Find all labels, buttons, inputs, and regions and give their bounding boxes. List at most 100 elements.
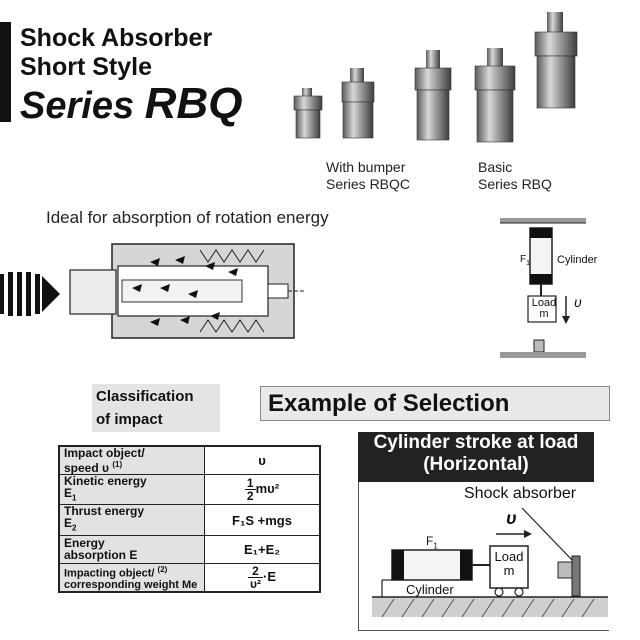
row-thrust-label: Thrust energy E2 [58, 504, 205, 536]
series-prefix: Series [20, 85, 145, 127]
kinetic-den: 2 [246, 489, 254, 504]
caption-bumper-line1: With bumper [326, 159, 406, 175]
title-accent-bar [0, 22, 11, 122]
weight-suffix: ·E [262, 569, 276, 585]
product-photos [293, 12, 578, 143]
absorber-spring [199, 249, 265, 333]
vc-f1-letter: F [520, 254, 527, 265]
product-small-2 [341, 68, 375, 139]
selection-shock-absorber-label: Shock absorber [464, 485, 577, 502]
vertical-cylinder-diagram [500, 218, 586, 358]
row-absorption-value: E₁+E₂ [204, 534, 321, 564]
row-thrust-label1: Thrust energy [64, 504, 145, 519]
caption-bumper-line2: Series RBQC [326, 176, 411, 192]
row-thrust-value: F₁S +mgs [204, 504, 321, 536]
table-row: Energy absorption E E₁+E₂ [58, 534, 321, 564]
example-header: Example of Selection [260, 386, 610, 421]
floor-plate [500, 352, 586, 358]
selection-title: Cylinder stroke at load (Horizontal) [358, 432, 594, 482]
title-line-2: Short Style [20, 53, 152, 81]
table-row: Impact object/ speed υ (1) υ [58, 445, 321, 475]
kinetic-suffix: mυ² [255, 481, 280, 497]
hz-f1-sub: 1 [433, 541, 438, 551]
horizontal-cylinder [391, 549, 473, 581]
product-large [534, 12, 578, 109]
ceiling-plate [500, 218, 586, 223]
row-kinetic-label1: Kinetic energy [64, 474, 147, 488]
shock-absorber-pointer [521, 507, 573, 561]
title-line-1: Shock Absorber [20, 24, 213, 52]
row-thrust-sub: 2 [72, 523, 77, 533]
horizontal-shock-absorber [557, 561, 573, 579]
horizontal-diagram [372, 507, 608, 618]
wall-plate [571, 555, 581, 597]
load-cart [489, 545, 529, 589]
flow-arrows [132, 256, 238, 326]
row-absorption-label1: Energy [64, 536, 105, 551]
product-medium-2 [474, 48, 516, 143]
row-absorption-label2: absorption E [64, 548, 138, 563]
selection-frame [358, 482, 609, 631]
classification-line1: Classification [96, 388, 194, 405]
shock-absorber-small [533, 339, 545, 353]
row-weight-note: (2) [157, 564, 168, 574]
row-impact-speed-value: υ [204, 445, 321, 475]
row-impact-speed-note: (1) [112, 460, 123, 469]
hz-f1-letter: F [426, 534, 434, 548]
hz-f1-label: F1 [426, 534, 438, 550]
row-kinetic-label: Kinetic energy E1 [58, 473, 205, 506]
vc-load-line1: Load [531, 297, 557, 309]
row-impact-speed-label: Impact object/ speed υ (1) [58, 445, 205, 475]
vc-load-line2: m [539, 308, 549, 320]
hz-cylinder-label: Cylinder [406, 582, 454, 597]
caption-basic: Basic Series RBQ [478, 159, 552, 193]
selection-title-line2: (Horizontal) [423, 454, 529, 475]
row-weight-label: Impacting object/ (2) corresponding weig… [58, 562, 205, 593]
series-title: Series RBQ [20, 82, 242, 128]
table-row: Impacting object/ (2) corresponding weig… [58, 562, 321, 593]
series-code: RBQ [144, 79, 243, 128]
classification-header: Classification of impact [92, 384, 220, 432]
classification-line2: of impact [96, 411, 163, 428]
weight-den: υ² [250, 577, 261, 592]
vc-cylinder-label: Cylinder [557, 254, 598, 266]
weight-num: 2 [248, 565, 263, 579]
vc-velocity-label: υ [574, 294, 582, 310]
row-weight-label1: Impacting object/ [64, 567, 155, 580]
impact-table: Impact object/ speed υ (1) υ Kinetic ene… [58, 445, 321, 594]
vc-load-label: Load m [530, 298, 558, 320]
selection-title-line1: Cylinder stroke at load [373, 432, 579, 453]
caption-bumper: With bumper Series RBQC [326, 159, 410, 193]
caption-basic-line1: Basic [478, 159, 513, 175]
row-absorption-label: Energy absorption E [58, 534, 205, 564]
vc-f1-label: F1 [520, 254, 530, 267]
row-impact-speed-label1: Impact object/ [64, 446, 145, 460]
row-weight-label2: corresponding weight Me [64, 579, 198, 592]
vc-f1-sub: 1 [526, 260, 531, 267]
ideal-text: Ideal for absorption of rotation energy [46, 208, 329, 227]
hz-load-line1: Load [494, 549, 524, 564]
row-thrust-label2: E [64, 516, 73, 531]
row-kinetic-sub: 1 [72, 493, 77, 503]
row-kinetic-label2: E [64, 486, 73, 500]
load-box [527, 295, 557, 323]
hz-load-label: Load m [490, 550, 528, 578]
ground [372, 597, 608, 617]
row-impact-speed-label2: speed υ [64, 461, 109, 475]
absorber-end-cap [267, 283, 289, 299]
kinetic-num: 1 [244, 476, 256, 491]
example-title: Example of Selection [268, 390, 510, 417]
table-row: Thrust energy E2 F₁S +mgs [58, 504, 321, 536]
product-medium-1 [414, 50, 452, 141]
absorber-rod [121, 279, 243, 303]
caption-basic-line2: Series RBQ [478, 176, 552, 192]
impact-stripes [0, 272, 60, 316]
product-small-1 [293, 88, 323, 139]
absorber-piston-head [69, 269, 117, 315]
cross-section-diagram [0, 243, 306, 339]
